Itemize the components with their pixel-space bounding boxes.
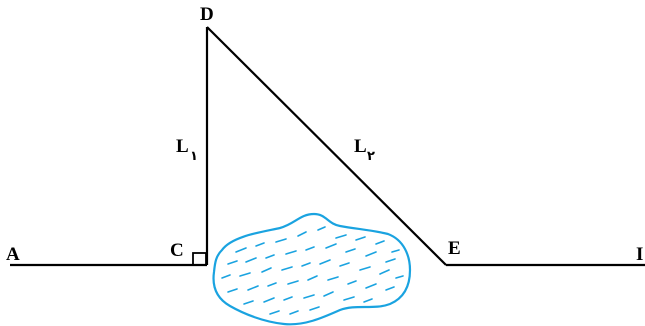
segment-de bbox=[206, 26, 447, 266]
right-angle-marker bbox=[192, 252, 207, 266]
segment-label-l2: L ۲ bbox=[354, 136, 375, 164]
point-label-c: C bbox=[170, 240, 184, 261]
point-label-i: I bbox=[636, 244, 643, 265]
lake-ripples bbox=[221, 226, 404, 315]
segment-label-l1-letter: L bbox=[176, 136, 189, 157]
point-label-e: E bbox=[448, 238, 461, 259]
point-label-d: D bbox=[200, 4, 214, 25]
segment-label-l1-subscript: ۱ bbox=[190, 149, 198, 164]
segment-label-l1: L ۱ bbox=[176, 136, 198, 164]
segment-label-l2-letter: L bbox=[354, 136, 367, 157]
segment-label-l2-subscript: ۲ bbox=[367, 149, 375, 164]
lake-outline bbox=[212, 212, 412, 326]
point-label-a: A bbox=[6, 244, 20, 265]
lake bbox=[212, 212, 412, 326]
